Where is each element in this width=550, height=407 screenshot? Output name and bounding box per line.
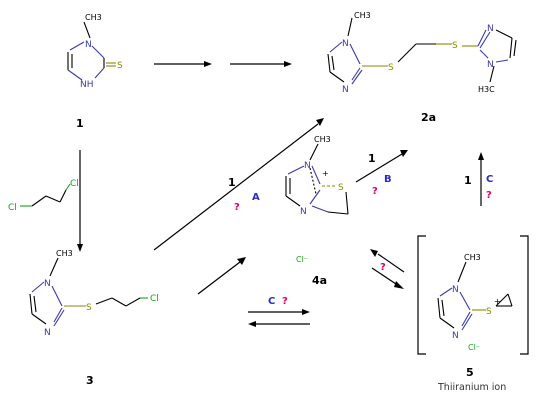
arrow-pathway-b [355,150,408,183]
compound-3-n1-atom: N [44,279,51,289]
equilibrium-4a-5-question: ? [380,262,386,273]
compound-2a-label: 2a [421,111,436,124]
compound-5-n2-atom: N [452,331,459,341]
compound-1-s-atom: S [117,61,123,71]
compound-1-structure: N NH S CH3 [67,13,123,90]
compound-5-methyl: CH3 [464,253,481,262]
compound-5-charge: + [494,297,501,306]
compound-3-cl-atom: Cl [150,294,159,304]
compound-3-n2-atom: N [44,328,51,338]
equilibrium-3-4a [248,309,310,327]
dichloroethane-structure: Cl Cl [8,179,79,213]
reagent-1-pathway-a: 1 [228,176,236,189]
arrow-1-to-3 [77,150,83,252]
compound-1-methyl: CH3 [85,13,102,22]
compound-2a-methyl-1: CH3 [354,11,371,20]
reagent-1-pathway-c: 1 [464,174,472,187]
arrow-1-to-2a [154,61,292,67]
pathway-b-question: ? [372,186,378,197]
compound-4a-structure: N + N S CH3 Cl⁻ [285,135,349,264]
pathway-c-question: ? [486,190,492,201]
compound-5-brackets [417,235,529,355]
compound-3-s-atom: S [86,303,92,313]
arrow-3-to-4a [197,257,246,295]
compound-2a-s1-atom: S [388,63,394,73]
compound-5-label: 5 [466,366,474,379]
compound-5-chloride: Cl⁻ [468,343,480,352]
compound-4a-methyl: CH3 [314,135,331,144]
compound-3-label: 3 [86,374,94,387]
arrow-pathway-a [153,118,324,251]
compound-1-label: 1 [76,117,84,130]
compound-3-structure: N N S Cl CH3 [29,249,159,338]
compound-4a-s-atom: S [338,183,344,193]
compound-3-methyl: CH3 [56,249,73,258]
compound-1-nh-atom: NH [80,80,94,90]
thiiranium-caption: Thiiranium ion [437,382,506,393]
compound-2a-methyl-2: H3C [478,85,495,94]
compound-4a-n2-atom: N [300,207,307,217]
pathway-a-question: ? [234,202,240,213]
compound-2a-structure: N N S S N N CH3 H3C [327,11,517,95]
pathway-a-label: A [252,192,260,203]
compound-2a-n4-atom: N [487,60,494,70]
compound-4a-charge: + [322,169,329,178]
compound-1-n-atom: N [85,40,92,50]
compound-2a-n1-atom: N [342,39,349,49]
compound-4a-n1-atom: N [304,161,311,171]
dichloroethane-cl-1: Cl [8,203,17,213]
pathway-b-label: B [384,174,392,185]
compound-5-s-atom: S [486,307,492,317]
pathway-c-lower-label: C [268,296,275,307]
compound-2a-s2-atom: S [452,41,458,51]
compound-2a-n2-atom: N [342,85,349,95]
pathway-c-lower-question: ? [282,296,288,307]
reagent-1-pathway-b: 1 [368,152,376,165]
compound-5-n1-atom: N [452,285,459,295]
compound-5-structure: N N S + CH3 Cl⁻ [437,253,513,352]
compound-4a-label: 4a [312,274,327,287]
pathway-c-label: C [486,174,493,185]
equilibrium-4a-5 [370,249,405,289]
compound-2a-n3-atom: N [487,24,494,34]
dichloroethane-cl-2: Cl [70,179,79,189]
arrow-pathway-c-up [478,152,484,206]
compound-4a-chloride: Cl⁻ [296,255,308,264]
